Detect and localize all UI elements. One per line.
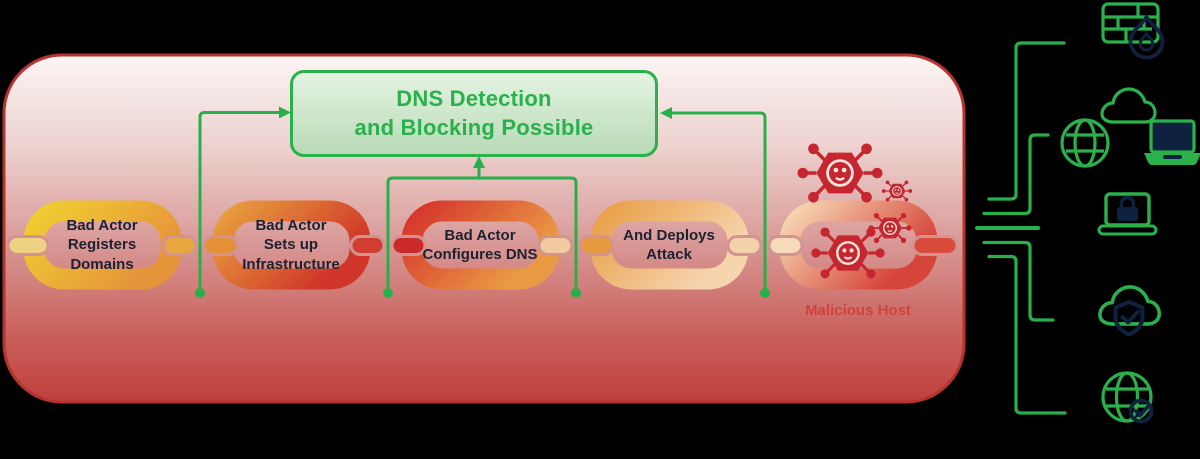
laptop-lock-icon: [1097, 192, 1158, 236]
chain-connectors: [6, 235, 959, 256]
dns-detection-box: DNS Detection and Blocking Possible: [290, 70, 658, 157]
chain-link-label-2: Bad Actor Sets up Infrastructure: [242, 217, 340, 273]
chain-link-label-1: Bad Actor Registers Domains: [66, 217, 138, 273]
shield-check-icon: [1113, 300, 1145, 337]
dns-detection-label: DNS Detection and Blocking Possible: [354, 85, 594, 140]
chain-link-label-4: And Deploys Attack: [623, 226, 715, 263]
malware-bug-icon: [811, 227, 885, 279]
detection-connectors: [198, 111, 767, 293]
check-badge-icon: [1128, 398, 1154, 424]
malware-bug-icon: [881, 180, 913, 202]
globe-check-icon: [1101, 371, 1154, 424]
lock-icon: [1117, 207, 1138, 221]
globe-icon: [1060, 118, 1110, 168]
cloud-shield-check-icon: [1098, 285, 1162, 337]
firewall-flame-icon: [1101, 2, 1165, 60]
laptop-icon: [1144, 119, 1200, 165]
cloud-icon: [1100, 87, 1157, 124]
connector-arrowheads: [279, 106, 672, 168]
flame-icon: [1128, 15, 1165, 60]
attack-chain-panel: [2, 53, 966, 404]
chain-link-label-3: Bad Actor Configures DNS: [422, 226, 538, 263]
chain-break-dots: [195, 288, 770, 298]
right-bracket: [975, 41, 1067, 415]
malware-bug-icon: [797, 143, 883, 203]
malware-bug-icon: [868, 212, 912, 244]
malicious-host-label: Malicious Host: [805, 302, 911, 319]
